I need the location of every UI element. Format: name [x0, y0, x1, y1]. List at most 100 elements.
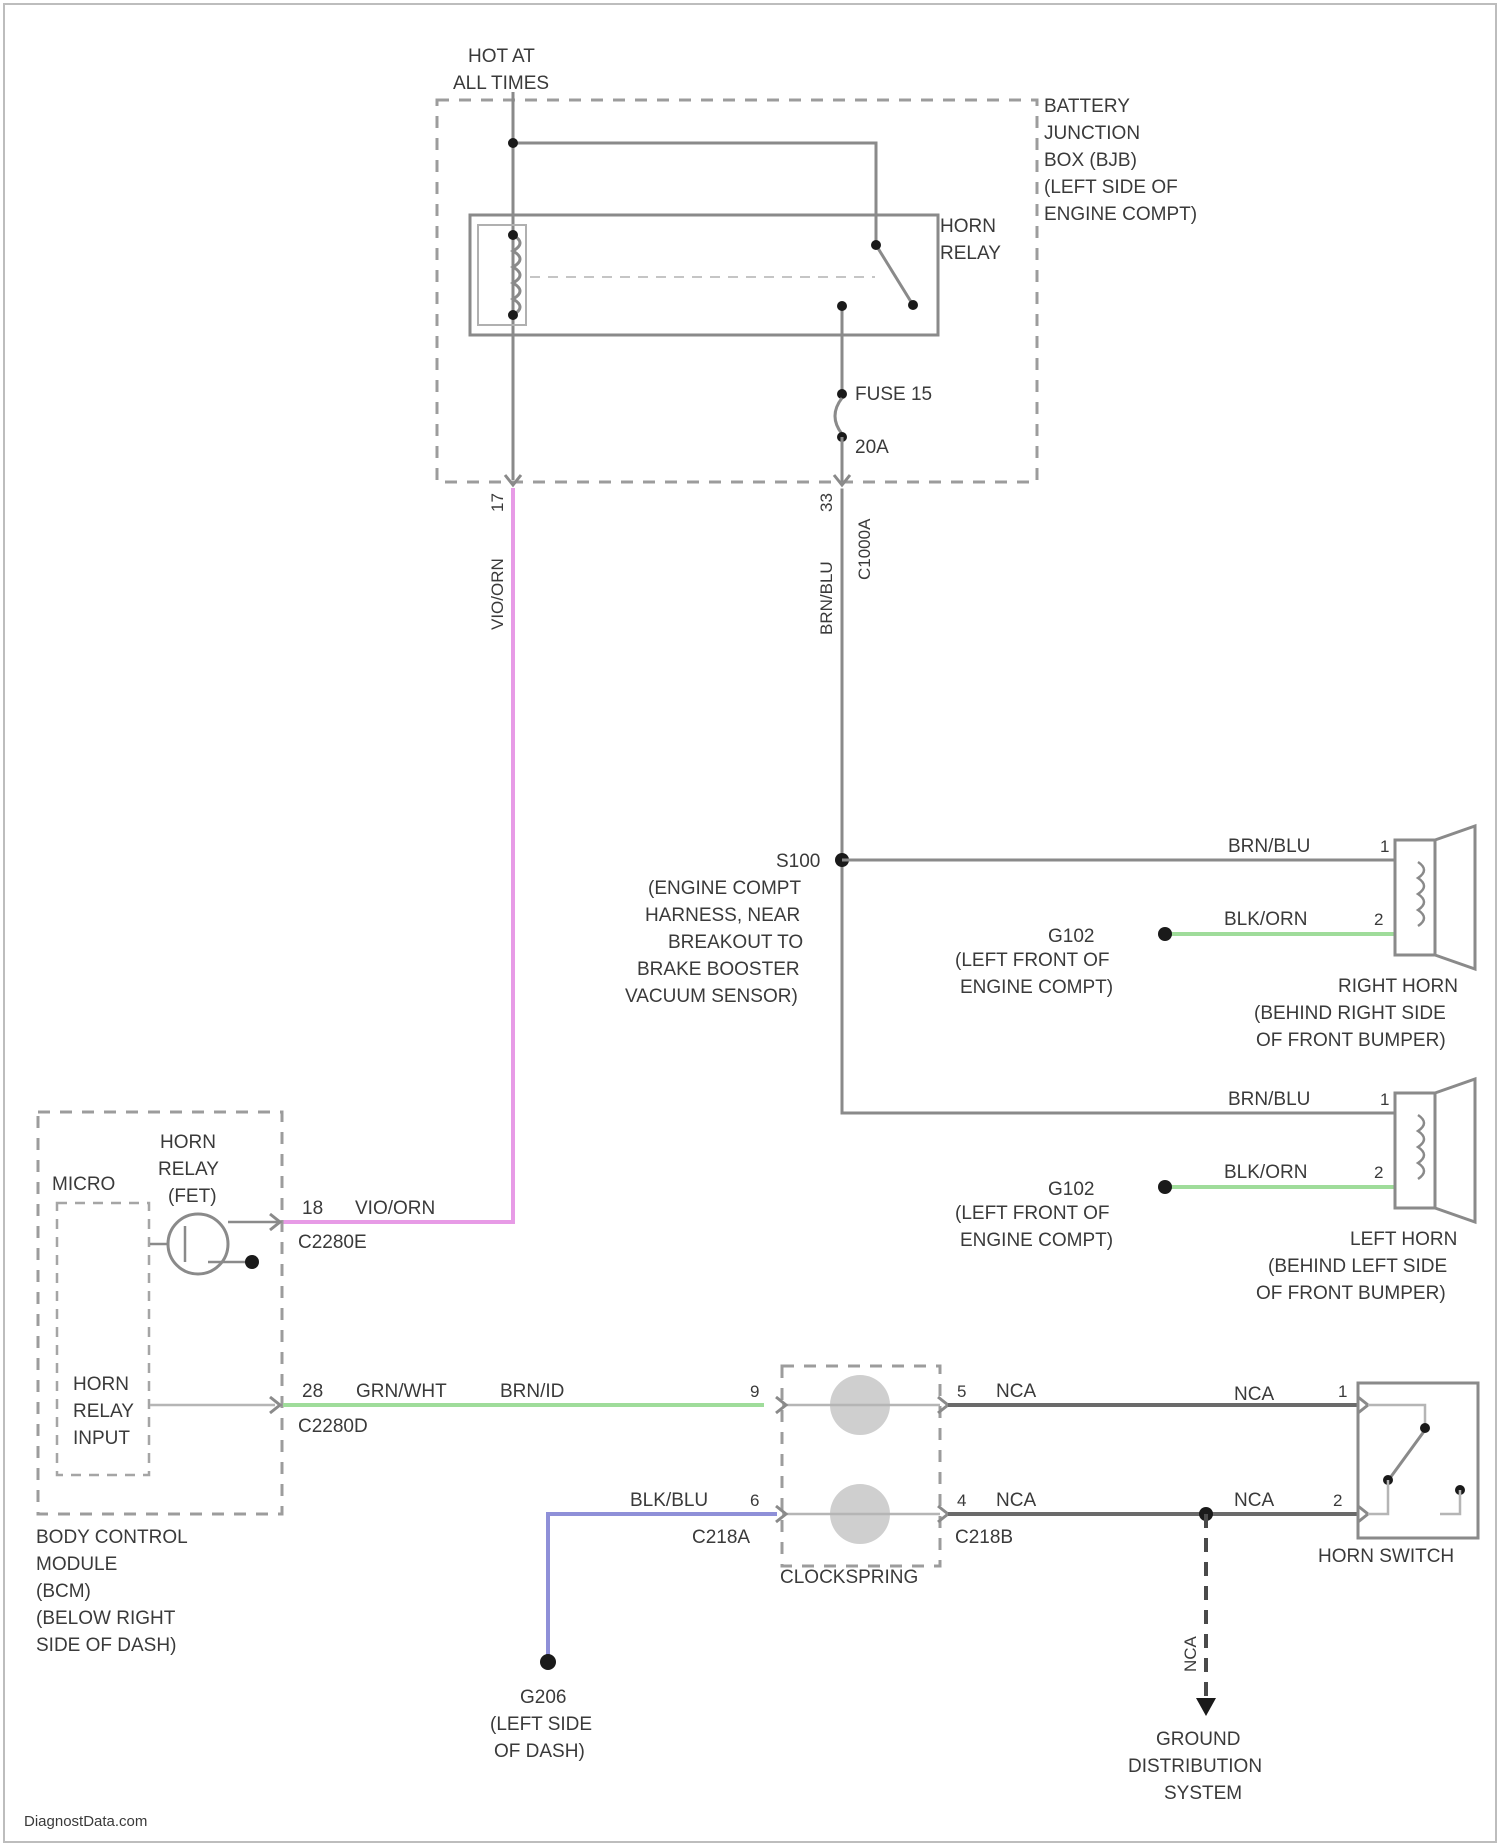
right-horn-pin1: 1 [1380, 837, 1389, 856]
left-horn-wire1-color: BRN/BLU [1228, 1089, 1310, 1110]
nca-bottom-left: NCA [996, 1490, 1036, 1511]
hot-to-switch-wire [513, 143, 876, 242]
right-horn-ground-desc-2: ENGINE COMPT) [960, 977, 1113, 998]
cs-pin-bottom-right: 4 [957, 1491, 966, 1510]
splice-desc-5: VACUUM SENSOR) [625, 986, 798, 1007]
fet-transistor-icon [168, 1214, 228, 1274]
g206-id: G206 [520, 1687, 566, 1708]
right-horn-name-3: OF FRONT BUMPER) [1256, 1030, 1446, 1051]
left-horn-ground-desc-2: ENGINE COMPT) [960, 1230, 1113, 1251]
left-horn-name-3: OF FRONT BUMPER) [1256, 1283, 1446, 1304]
left-horn-pin2: 2 [1374, 1163, 1383, 1182]
coil-top-node [508, 230, 518, 240]
cs-pin-bottom-left: 6 [750, 1491, 759, 1510]
bcm-input-wire-1: GRN/WHT [356, 1381, 447, 1402]
clockspring: 9 5 6 4 C218A C218B CLOCKSPRING [692, 1366, 1013, 1588]
ground-dist-name-2: DISTRIBUTION [1128, 1756, 1262, 1777]
bjb-title-line-5: ENGINE COMPT) [1044, 204, 1197, 225]
bjb-connectors: 17 VIO/ORN 33 BRN/BLU C1000A [488, 475, 874, 635]
bcm-input-connector: C2280D [298, 1416, 368, 1437]
fuse-rating: 20A [855, 437, 889, 458]
watermark: DiagnostData.com [24, 1813, 147, 1830]
fuse-top-node [837, 389, 847, 399]
horn-switch-name: HORN SWITCH [1318, 1546, 1454, 1567]
right-horn-circuit: BRN/BLU 1 BLK/ORN 2 G102 (LEFT FRONT OF … [842, 826, 1475, 1051]
hot-at-label: HOT AT [468, 46, 535, 67]
bcm-name-3: (BCM) [36, 1581, 91, 1602]
left-horn-name-1: LEFT HORN [1350, 1229, 1457, 1250]
horn-relay-box [470, 215, 938, 335]
left-horn-body [1395, 1093, 1435, 1208]
fet-ground-node [245, 1255, 259, 1269]
bcm-fet-label-2: RELAY [158, 1159, 219, 1180]
left-wire-color: VIO/ORN [488, 558, 507, 630]
splice-desc-1: (ENGINE COMPT [648, 878, 801, 899]
horn-relay-label-1: HORN [940, 216, 996, 237]
switch-internal-bottom [1368, 1480, 1388, 1514]
left-horn-ground-node [1158, 1180, 1172, 1194]
bcm-name-1: BODY CONTROL [36, 1527, 188, 1548]
splice-s100: S100 (ENGINE COMPT HARNESS, NEAR BREAKOU… [625, 851, 820, 1007]
switch-pivot-node [871, 240, 881, 250]
bcm-input-label-2: RELAY [73, 1401, 134, 1422]
nca-top-right: NCA [1234, 1384, 1274, 1405]
horn-switch-contact-icon [1390, 1430, 1425, 1478]
blk-blu-wire-label: BLK/BLU [630, 1490, 708, 1511]
switch-top-contact-node [1420, 1423, 1430, 1433]
g206-desc-2: OF DASH) [494, 1741, 585, 1762]
bcm-wire-labels: 18 VIO/ORN C2280E 28 GRN/WHT BRN/ID C228… [285, 1198, 762, 1437]
cs-connector-right: C218B [955, 1527, 1013, 1548]
bjb-title-line-1: BATTERY [1044, 96, 1130, 117]
horn-switch-pin2: 2 [1333, 1491, 1342, 1510]
bcm-fet-label-1: HORN [160, 1132, 216, 1153]
right-horn-coil-icon [1418, 862, 1424, 926]
right-horn-bell-icon [1435, 826, 1475, 969]
bcm-fet-wire: VIO/ORN [355, 1198, 435, 1219]
horn-switch-pin1: 1 [1338, 1382, 1347, 1401]
coil-bottom-node [508, 310, 518, 320]
bcm-micro-label: MICRO [52, 1174, 115, 1195]
bcm-name-4: (BELOW RIGHT [36, 1608, 176, 1629]
bcm-input-label-1: HORN [73, 1374, 129, 1395]
left-horn-wire2-color: BLK/ORN [1224, 1162, 1307, 1183]
g206-ground-node [540, 1654, 556, 1670]
bcm-input-wire-2: BRN/ID [500, 1381, 564, 1402]
left-horn-ground-desc-1: (LEFT FRONT OF [955, 1203, 1109, 1224]
nca-top-left: NCA [996, 1381, 1036, 1402]
vio-orn-wire [285, 490, 513, 1222]
bcm-fet-label-3: (FET) [168, 1186, 217, 1207]
bcm-input-pin: 28 [302, 1381, 323, 1402]
left-horn-name-2: (BEHIND LEFT SIDE [1268, 1256, 1447, 1277]
right-connector-id: C1000A [855, 518, 874, 580]
bcm-fet-pin: 18 [302, 1198, 323, 1219]
ground-dist-wire: NCA [1181, 1635, 1200, 1672]
right-horn-name-1: RIGHT HORN [1338, 976, 1458, 997]
nca-bottom-right: NCA [1234, 1490, 1274, 1511]
relay-output-node [837, 301, 847, 311]
left-horn-bell-icon [1435, 1079, 1475, 1222]
bjb-title-line-2: JUNCTION [1044, 123, 1140, 144]
splice-desc-2: HARNESS, NEAR [645, 905, 800, 926]
left-pin-number: 17 [488, 493, 507, 512]
body-control-module: MICRO HORN RELAY (FET) HORN RELAY INPUT … [36, 1112, 282, 1656]
fuse-name: FUSE 15 [855, 384, 932, 405]
right-pin-number: 33 [817, 493, 836, 512]
left-horn-circuit: BRN/BLU 1 BLK/ORN 2 G102 (LEFT FRONT OF … [842, 1079, 1475, 1304]
cs-top-left-connector-icon [776, 1397, 786, 1413]
right-horn-pin2: 2 [1374, 910, 1383, 929]
switch-internal-top [1368, 1405, 1425, 1425]
ground-distribution: NCA GROUND DISTRIBUTION SYSTEM [1128, 1514, 1262, 1804]
all-times-label: ALL TIMES [453, 73, 549, 94]
ground-arrow-icon [1196, 1698, 1216, 1716]
ground-dist-name-1: GROUND [1156, 1729, 1240, 1750]
g206-desc-1: (LEFT SIDE [490, 1714, 592, 1735]
switch-contact-node [908, 300, 918, 310]
bcm-input-label-3: INPUT [73, 1428, 130, 1449]
cs-bottom-left-connector-icon [776, 1506, 786, 1522]
bjb-title-line-3: BOX (BJB) [1044, 150, 1137, 171]
fuse-icon [835, 398, 842, 434]
battery-junction-box: HOT AT ALL TIMES BATTERY JUNCTION BOX (B… [437, 46, 1197, 482]
hot-feed-node [508, 138, 518, 148]
ground-dist-name-3: SYSTEM [1164, 1783, 1242, 1804]
